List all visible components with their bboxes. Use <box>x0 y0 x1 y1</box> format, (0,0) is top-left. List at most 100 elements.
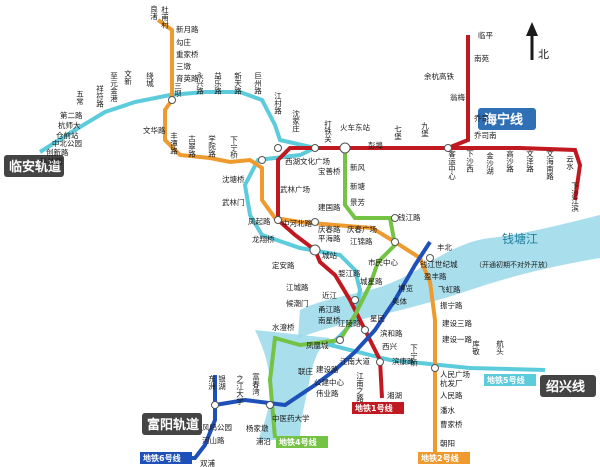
interchange-node <box>311 144 319 152</box>
station-label: 东洲 <box>207 374 216 391</box>
station-label: 文泽路 <box>525 149 534 173</box>
station-label: 益乐路 <box>213 71 222 95</box>
line2-badge-text: 地铁2号线 <box>421 453 459 463</box>
qiantang-river <box>298 215 600 338</box>
station-label: 库敬 <box>471 339 480 357</box>
station-label: 钱江路 <box>398 212 421 222</box>
station-label: 武林广场 <box>280 184 310 194</box>
shaoxing-tag: 绍兴线 <box>540 375 596 397</box>
station-label: 勾庄 <box>176 37 191 47</box>
station-label: 湘湖 <box>387 391 402 400</box>
interchange-node <box>339 142 351 154</box>
station-label: 客运中心 <box>447 149 456 181</box>
north-arrow-icon: 北 <box>526 22 549 61</box>
interchange-node <box>376 358 384 366</box>
station-label: 南苑 <box>474 53 489 63</box>
station-label: 新天路 <box>233 71 242 95</box>
station-label: 下宁桥 <box>409 344 418 368</box>
station-label: 盈丰路 <box>424 271 447 281</box>
station-label: 学院路 <box>207 134 216 158</box>
station-label: 中河北路 <box>282 218 312 228</box>
interchange-node <box>431 364 439 372</box>
station-label: 祥符路 <box>95 84 104 108</box>
interchange-node <box>391 238 399 246</box>
station-label: 近江 <box>322 290 337 300</box>
station-label: 余杭高铁 <box>424 71 454 81</box>
interchange-node <box>336 336 344 344</box>
station-label: 中医药大学 <box>272 413 310 423</box>
linan-tag-text: 临安轨道 <box>9 159 61 175</box>
station-label: 沈家庄 <box>291 109 300 134</box>
interchange-node <box>266 401 274 409</box>
station-label: 庆春广场 <box>347 224 377 234</box>
station-label: 文海南路 <box>545 149 554 181</box>
station-label: 公建中心 <box>314 377 344 387</box>
interchange-node <box>274 216 282 224</box>
station-label: 人民路 <box>440 390 463 400</box>
interchange-node <box>309 244 321 256</box>
station-label: 江南之路 <box>355 372 364 403</box>
station-label: 永兴路 <box>195 71 204 95</box>
station-label: 建设一路 <box>442 334 472 344</box>
haining-tag-text: 海宁线 <box>484 112 523 128</box>
station-label: 育英路 <box>176 73 199 83</box>
station-label: 五常 <box>75 90 84 106</box>
station-label: 中北公园 <box>52 138 82 148</box>
compass-label: 北 <box>538 48 549 61</box>
station-label: 河山路 <box>202 435 225 445</box>
station-label: 江村路 <box>273 92 282 115</box>
station-label: 曹家桥 <box>440 419 463 429</box>
station-label: 巨州路 <box>253 72 262 95</box>
station-label: 建设路 <box>316 364 339 374</box>
line5-badge-text: 地铁5号线 <box>487 375 525 385</box>
interchange-node <box>274 144 282 152</box>
interchange-markers <box>168 96 452 409</box>
station-label: 滨康路 <box>392 356 415 366</box>
station-label: 伟业路 <box>316 388 339 398</box>
station-label: 杨家墩 <box>246 423 269 433</box>
line5-track <box>38 90 335 154</box>
station-label: 丰潭路 <box>169 131 178 155</box>
linan-tag: 临安轨道 <box>4 155 64 177</box>
station-label: 城站 <box>322 250 337 260</box>
station-label: 乔司 <box>474 114 489 123</box>
station-label: 浦沿 <box>256 436 271 446</box>
station-label: 临平 <box>478 30 493 40</box>
station-label: 江南大道 <box>340 356 370 366</box>
station-label: 振宁路 <box>440 300 463 310</box>
line1-badge: 地铁1号线 <box>352 402 404 414</box>
fuyang-tag-text: 富阳轨道 <box>147 417 199 433</box>
station-label: 富春湾 <box>251 372 260 397</box>
line4-track <box>267 148 398 439</box>
station-label: 火车东站 <box>340 122 370 132</box>
station-label: 婺江路 <box>338 268 361 278</box>
station-label: 南星桥 <box>318 315 341 325</box>
station-label: 七堡 <box>393 125 402 141</box>
station-label: 绕城 <box>145 71 154 89</box>
interchange-node <box>444 144 452 152</box>
station-label: 杭发厂 <box>440 378 463 388</box>
station-label: 丰北 <box>437 242 452 252</box>
interchange-node <box>426 254 434 262</box>
station-label: 人民广场 <box>440 369 470 379</box>
station-label: 庆春路 <box>318 224 341 234</box>
line2-track <box>156 18 437 460</box>
interchange-node <box>168 96 176 104</box>
station-label: 水澄桥 <box>272 322 295 332</box>
station-label: 航头 <box>495 339 504 357</box>
line5-badge: 地铁5号线 <box>484 374 536 386</box>
station-label: 重家桥 <box>176 49 199 59</box>
station-label: 云水 <box>565 155 574 171</box>
station-label: 翁梅 <box>450 92 465 102</box>
station-label: 文华路 <box>143 125 166 135</box>
station-label: 定安路 <box>272 260 295 270</box>
station-label: 乔司南 <box>474 130 497 140</box>
station-label: 新风 <box>350 162 365 172</box>
line1-badge-text: 地铁1号线 <box>355 403 393 413</box>
interchange-node <box>391 214 399 222</box>
station-label: 滨和路 <box>380 328 403 338</box>
station-label: 创新路 <box>46 147 69 157</box>
line6-badge: 地铁6号线 <box>140 452 192 464</box>
station-label: 西湖文化广场 <box>285 156 330 166</box>
haining-tag: 海宁线 <box>478 108 536 130</box>
